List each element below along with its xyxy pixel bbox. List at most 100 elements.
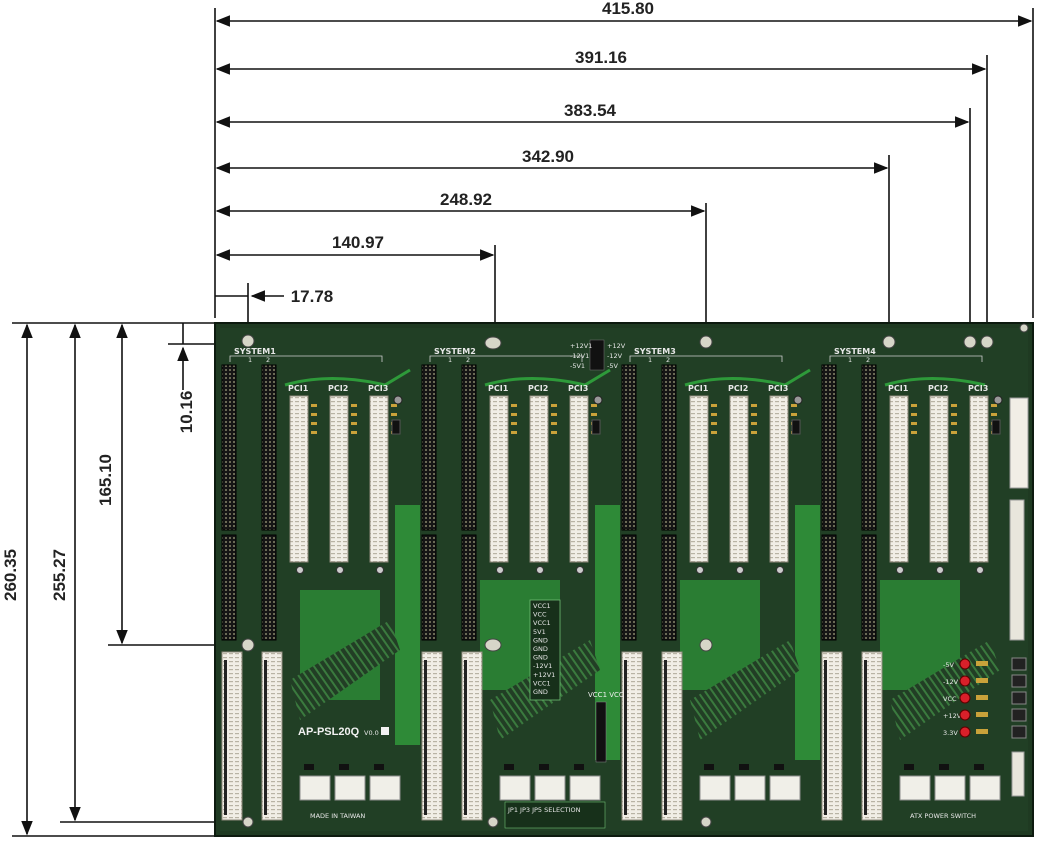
system-bracket — [629, 355, 783, 362]
terminal-block — [1011, 691, 1027, 705]
power-connector — [499, 775, 531, 801]
resistor — [351, 404, 357, 407]
pci-slot — [489, 395, 509, 563]
resistor — [911, 431, 917, 434]
slot-key — [224, 660, 227, 815]
mounting-hole — [882, 335, 896, 349]
power-connector — [699, 775, 731, 801]
resistor — [511, 431, 517, 434]
via — [696, 566, 704, 574]
power-legend-entry: +12V1 — [533, 671, 555, 679]
via — [376, 566, 384, 574]
power-connector — [769, 775, 801, 801]
terminal-block — [1011, 708, 1027, 722]
resistor — [976, 695, 988, 700]
resistor — [391, 404, 397, 407]
power-top-label: -12V1 — [570, 352, 589, 360]
rail-led — [959, 692, 971, 704]
mounting-hole — [980, 335, 994, 349]
fuse — [739, 764, 749, 770]
pci-slot-label: PCI3 — [368, 384, 388, 393]
system-label: SYSTEM1 — [234, 347, 276, 356]
trace — [884, 377, 986, 387]
terminal-block — [1011, 674, 1027, 688]
copper-pour — [595, 505, 620, 760]
rail-led — [959, 658, 971, 670]
atx-power-connector — [1009, 397, 1029, 797]
resistor — [311, 413, 317, 416]
resistor — [791, 413, 797, 416]
vcc-connector — [595, 701, 607, 763]
via — [936, 566, 944, 574]
pci-slot — [369, 395, 389, 563]
capacitor — [793, 395, 803, 405]
resistor — [791, 404, 797, 407]
mounting-hole — [487, 816, 499, 828]
sbc-connector-lower — [221, 534, 237, 641]
power-legend-entry: VCC1 — [533, 679, 551, 687]
pci-slot — [329, 395, 349, 563]
vertical-dimensions — [12, 322, 242, 837]
mounting-holes — [241, 323, 1029, 828]
mounting-hole — [699, 335, 713, 349]
via — [576, 566, 584, 574]
fuse — [504, 764, 514, 770]
slot-key — [624, 660, 627, 815]
fuse — [374, 764, 384, 770]
pci-slot — [929, 395, 949, 563]
fuse — [539, 764, 549, 770]
sbc-connector-upper — [461, 364, 477, 531]
resistor — [951, 431, 957, 434]
system-label: SYSTEM4 — [834, 347, 876, 356]
label-255: 255.27 — [50, 549, 69, 601]
sbc-connector-lower — [821, 534, 837, 641]
resistor — [711, 431, 717, 434]
via — [776, 566, 784, 574]
resistor — [911, 422, 917, 425]
ic-chip — [991, 419, 1001, 435]
resistor — [951, 422, 957, 425]
resistor — [311, 431, 317, 434]
horizontal-dimensions — [214, 8, 1034, 340]
copper-pour — [795, 505, 820, 760]
pci-slot-label: PCI1 — [288, 384, 309, 393]
power-top-label: -5V1 — [570, 362, 585, 370]
rail-led — [959, 726, 971, 738]
trace — [484, 368, 611, 387]
fuse — [904, 764, 914, 770]
via — [536, 566, 544, 574]
resistor — [351, 422, 357, 425]
power-connector — [569, 775, 601, 801]
label-140: 140.97 — [332, 233, 384, 252]
resistor — [751, 422, 757, 425]
power-connector-row — [299, 764, 1001, 801]
resistor — [351, 431, 357, 434]
pin-number: 1 — [248, 356, 252, 364]
sbc-connector-lower — [461, 534, 477, 641]
resistor — [976, 729, 988, 734]
copper-pour — [395, 505, 420, 745]
pci-slot-label: PCI2 — [728, 384, 748, 393]
pci-slot-label: PCI3 — [968, 384, 988, 393]
resistor — [711, 422, 717, 425]
pin-number: 1 — [848, 356, 852, 364]
resistor — [991, 413, 997, 416]
fuse — [974, 764, 984, 770]
via — [296, 566, 304, 574]
pci-slot — [529, 395, 549, 563]
slot-key — [424, 660, 427, 815]
made-in-label: MADE IN TAIWAN — [310, 812, 365, 820]
mounting-hole — [241, 334, 255, 348]
rail-label: -12V — [943, 678, 959, 686]
trace — [284, 368, 411, 387]
trace-bundle — [690, 640, 800, 740]
mounting-hole — [700, 816, 712, 828]
sbc-connector-upper — [661, 364, 677, 531]
system-bracket — [229, 355, 383, 362]
power-legend-entry: -12V1 — [533, 662, 552, 670]
version-label: V0.0 — [364, 729, 379, 737]
trace — [684, 368, 811, 387]
